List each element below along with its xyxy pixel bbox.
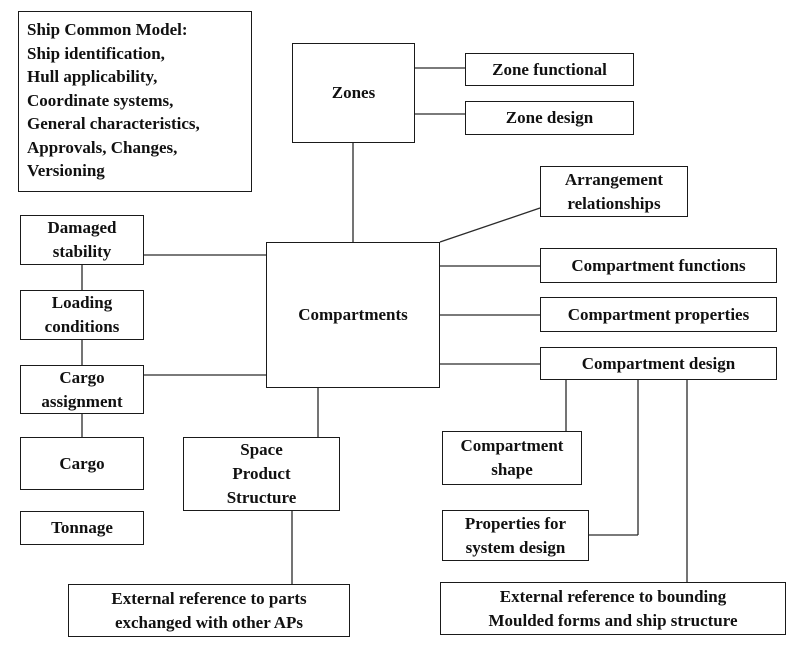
arrangement-relationships-line: relationships [567,193,661,213]
tonnage-box: Tonnage [20,511,144,545]
compartment-properties-label: Compartment properties [567,304,750,324]
ship-common-model-item: Versioning [27,161,105,180]
cargo-assignment-line: Cargo [59,367,105,387]
compartment-shape-line: shape [491,460,533,479]
ship-common-model-item: Ship identification, [27,43,165,63]
compartment-functions-box: Compartment functions [540,248,777,283]
cargo-assignment-line: assignment [41,391,123,411]
connector-compartments-arrangement [439,207,541,243]
properties-system-design-line: system design [465,537,566,557]
compartment-properties-box: Compartment properties [540,297,777,332]
loading-conditions-box: Loading conditions [20,290,144,340]
space-product-structure-line: Space [240,440,283,459]
external-ref-parts-line: exchanged with other APs [114,612,304,632]
space-product-structure-line: Structure [226,488,297,507]
compartment-functions-label: Compartment functions [571,255,746,275]
compartment-shape-box: Compartment shape [442,431,582,485]
properties-system-design-box: Properties for system design [442,510,589,561]
compartment-design-box: Compartment design [540,347,777,380]
cargo-assignment-box: Cargo assignment [20,365,144,414]
external-ref-parts-box: External reference to parts exchanged wi… [68,584,350,637]
tonnage-label: Tonnage [51,518,113,537]
zones-box: Zones [292,43,415,143]
cargo-label: Cargo [59,453,105,473]
zone-functional-box: Zone functional [465,53,634,86]
properties-system-design-line: Properties for [464,513,567,533]
compartment-design-label: Compartment design [581,353,736,373]
loading-conditions-line: conditions [44,317,120,336]
compartments-label: Compartments [298,305,408,324]
space-product-structure-box: Space Product Structure [183,437,340,511]
ship-common-model-item: Approvals, Changes, [27,137,178,157]
cargo-box: Cargo [20,437,144,490]
zone-design-box: Zone design [465,101,634,135]
ship-common-model-item: General characteristics, [27,114,200,133]
external-ref-bounding-line: Moulded forms and ship structure [488,610,738,630]
arrangement-relationships-box: Arrangement relationships [540,166,688,217]
ship-common-model-item: Hull applicability, [27,67,158,86]
arrangement-relationships-line: Arrangement [564,169,664,189]
compartment-shape-line: Compartment [460,436,564,455]
damaged-stability-box: Damaged stability [20,215,144,265]
ship-common-model-title: Ship Common Model: [27,20,188,39]
external-ref-bounding-box: External reference to bounding Moulded f… [440,582,786,635]
damaged-stability-line: stability [52,242,112,261]
external-ref-bounding-line: External reference to bounding [499,586,727,606]
external-ref-parts-line: External reference to parts [111,588,307,608]
ship-common-model-item: Coordinate systems, [27,90,174,110]
loading-conditions-line: Loading [51,293,113,312]
space-product-structure-line: Product [232,464,291,483]
zone-design-label: Zone design [505,108,594,127]
ship-common-model-box: Ship Common Model: Ship identification, … [18,11,252,192]
compartments-box: Compartments [266,242,440,388]
damaged-stability-line: Damaged [47,218,117,237]
zone-functional-label: Zone functional [492,59,607,79]
zones-label: Zones [331,83,376,102]
